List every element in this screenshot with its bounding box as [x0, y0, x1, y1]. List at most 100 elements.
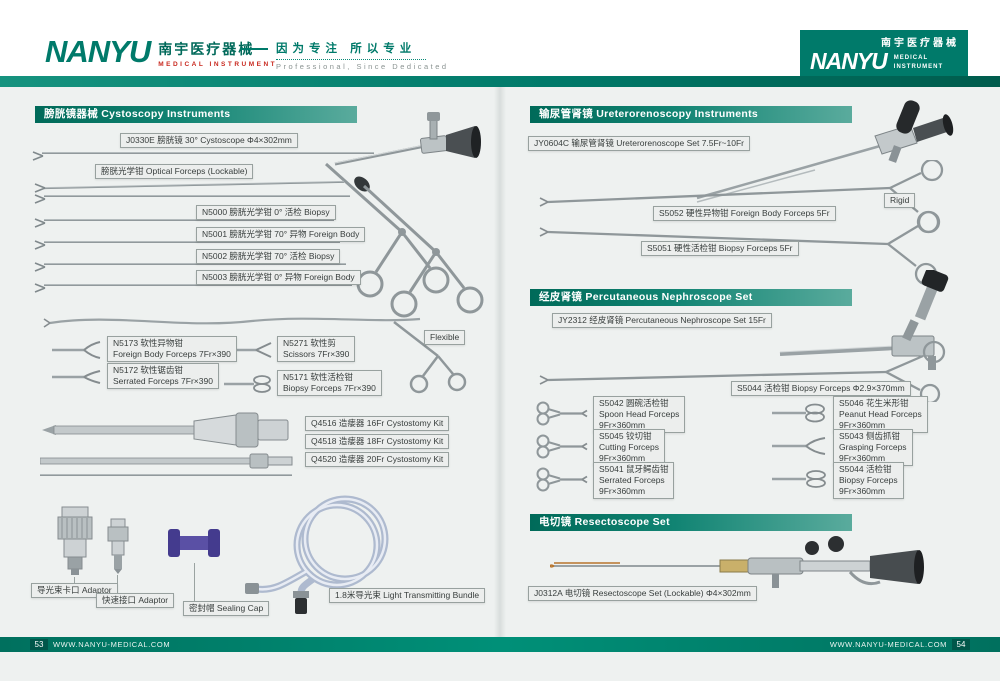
- label-cystoscope: J0330E 膀胱镜 30° Cystoscope Φ4×302mm: [120, 133, 298, 149]
- resectoscope-illustration: [549, 530, 980, 600]
- label-n5271: N5271 软性剪 Scissors 7Fr×390: [277, 336, 356, 363]
- brand-sub-line1: MEDICAL: [893, 55, 929, 62]
- foreign-body-tip-icon: [52, 340, 102, 365]
- cystostomy-sheath-illustration: [39, 452, 305, 475]
- sealing-cap-illustration: [166, 523, 222, 568]
- brand-block-sub: MEDICAL INSTRUMENT: [894, 54, 943, 71]
- label-s5044-grid: S5044 活检钳 Biopsy Forceps 9Fr×360mm: [833, 462, 904, 500]
- logo-side-text: 南宇医疗器械 MEDICAL INSTRUMENT: [158, 39, 277, 68]
- tagline-text: 因为专注 所以专业 Professional, Since Dedicated: [276, 40, 449, 71]
- label-s5045-line1: S5045 铰切钳: [599, 431, 652, 441]
- label-s5046-line2: Peanut Head Forceps: [839, 409, 922, 420]
- label-s5041: S5041 鼠牙鳄齿钳 Serrated Forceps 9Fr×360mm: [593, 462, 675, 500]
- label-s5041-line1: S5041 鼠牙鳄齿钳: [599, 464, 669, 474]
- light-guide-adaptor-illustration: [52, 505, 98, 582]
- tagline-dash: [240, 48, 268, 50]
- label-n5171-line1: N5171 软性活检钳: [283, 372, 353, 382]
- quick-adaptor-illustration: [103, 517, 133, 580]
- label-sealing-cap: 密封帽 Sealing Cap: [183, 601, 270, 617]
- forceps-shaft: [44, 195, 350, 197]
- label-s5045-line3: 9Fr×360mm: [599, 453, 646, 464]
- label-s5043-line3: 9Fr×360mm: [839, 453, 886, 464]
- ureteroscope-illustration: [695, 98, 980, 213]
- label-s5043: S5043 侧齿抓钳 Grasping Forceps 9Fr×360mm: [833, 429, 913, 467]
- label-n5171: N5171 软性活检钳 Biopsy Forceps 7Fr×390: [277, 370, 382, 397]
- label-s5045: S5045 铰切钳 Cutting Forceps 9Fr×360mm: [593, 429, 665, 467]
- leader-line: [194, 563, 195, 602]
- grasping-tip-icon: [772, 435, 827, 462]
- tagline-chinese: 因为专注 所以专业: [276, 43, 417, 55]
- label-s5046-line3: 9Fr×360mm: [839, 420, 886, 431]
- label-s5042-line2: Spoon Head Forceps: [599, 409, 680, 420]
- optical-forceps-illustration-b: [352, 176, 497, 331]
- label-optical-forceps: 膀胱光学钳 Optical Forceps (Lockable): [95, 164, 254, 180]
- biopsy-tip-icon: [772, 468, 827, 495]
- biopsy-tip-icon: [224, 374, 274, 399]
- tagline-divider: [276, 59, 426, 60]
- forceps-shaft: [44, 219, 334, 221]
- label-s5043-line1: S5043 侧齿抓钳: [839, 431, 900, 441]
- forceps-handle-icon: [536, 466, 588, 497]
- forceps-tip-icon: [32, 237, 46, 255]
- optical-forceps-illustration-a: [322, 160, 467, 315]
- label-light-guide-adaptor: 导光束卡口 Adaptor: [31, 583, 118, 599]
- tagline-english: Professional, Since Dedicated: [276, 62, 449, 71]
- forceps-tip-icon: [32, 191, 46, 209]
- label-n5002: N5002 膀胱光学钳 70° 活检 Biopsy: [196, 249, 341, 265]
- label-n5172: N5172 软性锯齿钳 Serrated Forceps 7Fr×390: [107, 363, 219, 390]
- spoon-head-tip-icon: [772, 402, 827, 429]
- forceps-shaft: [44, 180, 344, 190]
- label-s5041-line2: Serrated Forceps: [599, 475, 665, 486]
- label-n5172-line2: Serrated Forceps 7Fr×390: [113, 376, 213, 387]
- light-bundle-illustration: [243, 487, 438, 620]
- forceps-shaft: [44, 241, 340, 243]
- label-quick-adaptor: 快速接口 Adaptor: [96, 593, 175, 609]
- logo-chinese: 南宇医疗器械: [158, 41, 255, 57]
- forceps-tip-icon: [32, 280, 46, 298]
- flexible-forceps-shaft: [42, 310, 422, 337]
- label-light-bundle: 1.8米导光束 Light Transmitting Bundle: [329, 588, 486, 604]
- telescope-shaft: [42, 152, 374, 154]
- header-rule-band: [0, 76, 1000, 87]
- brand-block-chinese: 南宇医疗器械: [881, 38, 959, 49]
- label-s5042-line3: 9Fr×360mm: [599, 420, 646, 431]
- label-s5042-line1: S5042 圆碗活检钳: [599, 398, 669, 408]
- footer-site-left: WWW.NANYU-MEDICAL.COM: [53, 640, 171, 649]
- forceps-tip-icon: [32, 259, 46, 277]
- label-s5046-line1: S5046 花生米形钳: [839, 398, 909, 408]
- cystoscope-illustration: [333, 100, 488, 187]
- label-n5171-line2: Biopsy Forceps 7Fr×390: [283, 383, 376, 394]
- label-s5044-grid-line2: Biopsy Forceps: [839, 475, 898, 486]
- flexible-forceps-handle: [392, 318, 477, 403]
- logo-wordmark: NANYU: [45, 34, 151, 69]
- footer-band: [0, 637, 1000, 652]
- label-q4516: Q4516 造瘘器 16Fr Cystostomy Kit: [305, 416, 450, 432]
- cystostomy-obturator-shaft: [40, 474, 292, 476]
- label-n5173: N5173 软性异物钳 Foreign Body Forceps 7Fr×390: [107, 336, 237, 363]
- label-jy2312: JY2312 经皮肾镜 Percutaneous Nephroscope Set…: [552, 313, 772, 329]
- forceps-tip-icon: [32, 180, 46, 198]
- footer-site-right: WWW.NANYU-MEDICAL.COM: [829, 640, 947, 649]
- section-resectoscope: 电切镜 Resectoscope Set: [530, 514, 852, 531]
- label-n5271-line2: Scissors 7Fr×390: [283, 349, 350, 360]
- label-n5000: N5000 膀胱光学钳 0° 活检 Biopsy: [196, 205, 336, 221]
- label-n5003: N5003 膀胱光学钳 0° 异物 Foreign Body: [196, 270, 361, 286]
- section-cystoscopy: 膀胱镜器械 Cystoscopy Instruments: [35, 106, 357, 123]
- label-s5043-line2: Grasping Forceps: [839, 442, 907, 453]
- label-s5044-grid-line3: 9Fr×360mm: [839, 486, 886, 497]
- label-j0312a: J0312A 电切镜 Resectoscope Set (Lockable) Φ…: [528, 586, 757, 602]
- label-s5052: S5052 硬性异物钳 Foreign Body Forceps 5Fr: [653, 206, 836, 222]
- brand-sub-line2: INSTRUMENT: [893, 63, 944, 70]
- section-ureterorenoscopy: 输尿管肾镜 Ureterorenoscopy Instruments: [530, 106, 852, 123]
- forceps-shaft: [44, 263, 346, 265]
- page-number-right: 54: [952, 639, 970, 650]
- label-n5172-line1: N5172 软性锯齿钳: [113, 365, 183, 375]
- cystostomy-trocar-illustration: [40, 408, 305, 458]
- label-s5045-line2: Cutting Forceps: [599, 442, 659, 453]
- leader-line: [74, 577, 75, 584]
- section-nephroscope: 经皮肾镜 Percutaneous Nephroscope Set: [530, 289, 852, 306]
- label-s5042: S5042 圆碗活检钳 Spoon Head Forceps 9Fr×360mm: [593, 396, 686, 434]
- brand-logo-left: NANYU 南宇医疗器械 MEDICAL INSTRUMENT: [45, 36, 277, 68]
- label-flexible-tag: Flexible: [424, 330, 466, 346]
